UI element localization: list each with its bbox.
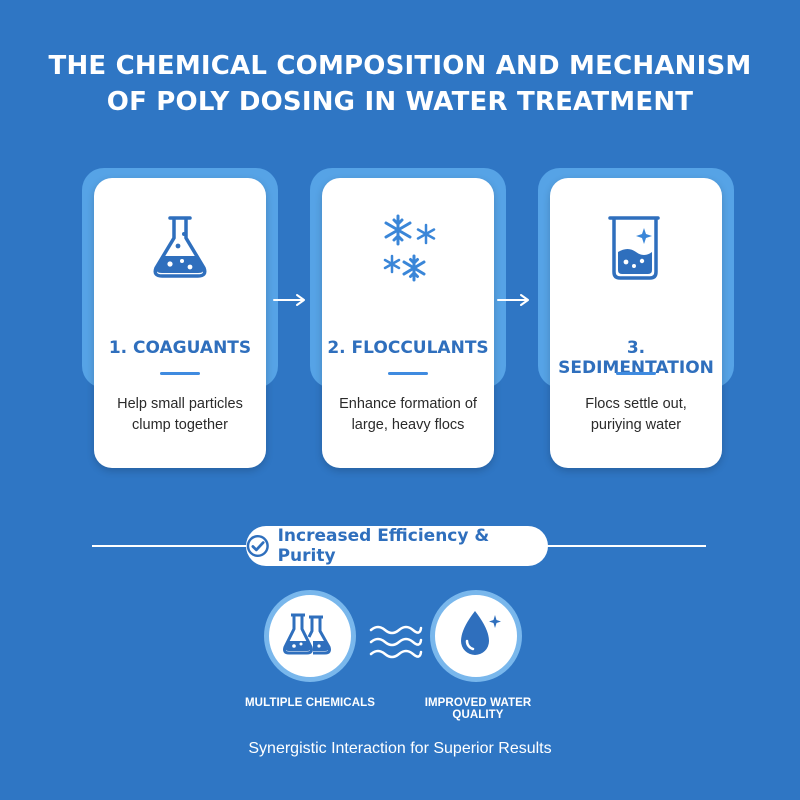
step-description: Enhance formation of large, heavy flocs xyxy=(330,394,486,436)
banner-text: Increased Efficiency & Purity xyxy=(277,526,490,566)
step-sedimentation: 3. SEDIMENTATION Flocs settle out, puriy… xyxy=(538,168,734,476)
arrow-right-icon xyxy=(497,294,529,306)
title-line-2: OF POLY DOSING IN WATER TREATMENT xyxy=(106,87,694,117)
check-circle-icon xyxy=(246,534,269,558)
beaker-icon xyxy=(608,216,660,280)
step-description: Flocs settle out, puriying water xyxy=(558,394,714,436)
footer-tagline: Synergistic Interaction for Superior Res… xyxy=(248,740,552,757)
step-label: 2. FLOCCULANTS xyxy=(327,338,489,358)
label-underline xyxy=(388,372,428,375)
title-line-1: THE CHEMICAL COMPOSITION AND MECHANISM xyxy=(48,51,752,81)
step-card: 3. SEDIMENTATION Flocs settle out, puriy… xyxy=(550,178,722,468)
snowflakes-icon xyxy=(383,214,436,282)
desc-line-1: Help small particles xyxy=(117,396,243,412)
label-underline xyxy=(160,372,200,375)
desc-line-1: Flocs settle out, xyxy=(585,396,687,412)
step-card: 1. COAGUANTS Help small particles clump … xyxy=(94,178,266,468)
waves-icon xyxy=(369,625,423,659)
step-description: Help small particles clump together xyxy=(102,394,258,436)
divider-left xyxy=(92,545,248,547)
desc-line-1: Enhance formation of xyxy=(339,396,477,412)
desc-line-2: large, heavy flocs xyxy=(351,417,465,433)
desc-line-2: clump together xyxy=(132,417,228,433)
step-card: 2. FLOCCULANTS Enhance formation of larg… xyxy=(322,178,494,468)
step-flocculants: 2. FLOCCULANTS Enhance formation of larg… xyxy=(310,168,506,476)
efficiency-banner: Increased Efficiency & Purity xyxy=(246,526,548,566)
chemicals-circle xyxy=(264,590,356,682)
step-label: 1. COAGUANTS xyxy=(108,338,252,358)
divider-right xyxy=(546,545,706,547)
arrow-right-icon xyxy=(273,294,305,306)
desc-line-2: puriying water xyxy=(590,417,682,433)
step-label: 3. SEDIMENTATION xyxy=(558,338,714,378)
flask-icon xyxy=(153,216,207,278)
water-drop-icon xyxy=(461,611,501,655)
step-coagulants: 1. COAGUANTS Help small particles clump … xyxy=(82,168,278,476)
flasks-icon xyxy=(283,613,331,655)
page-title: THE CHEMICAL COMPOSITION AND MECHANISM O… xyxy=(0,48,800,120)
label-underline xyxy=(616,372,656,375)
water-quality-circle xyxy=(430,590,522,682)
chemicals-caption: MULTIPLE CHEMICALS xyxy=(245,697,375,709)
water-quality-caption: IMPROVED WATER QUALITY xyxy=(424,697,532,721)
